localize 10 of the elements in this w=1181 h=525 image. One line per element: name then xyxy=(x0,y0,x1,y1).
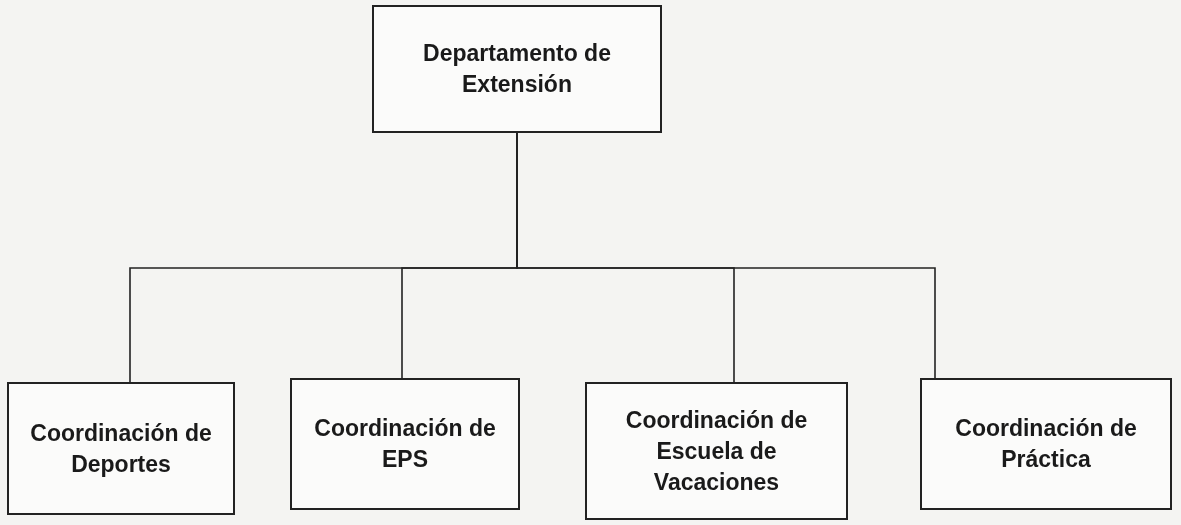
box-label: Departamento de Extensión xyxy=(422,39,612,99)
box-label: Coordinación de Deportes xyxy=(29,418,213,479)
box-label: Coordinación de Escuela de Vacaciones xyxy=(624,405,809,497)
org-box xyxy=(585,382,848,520)
org-box xyxy=(372,5,662,133)
org-box xyxy=(7,382,235,515)
box-label: Coordinación de Práctica xyxy=(954,414,1138,474)
box-label: Coordinación de EPS xyxy=(313,414,497,474)
org-box xyxy=(920,378,1172,510)
org-box xyxy=(290,378,520,510)
